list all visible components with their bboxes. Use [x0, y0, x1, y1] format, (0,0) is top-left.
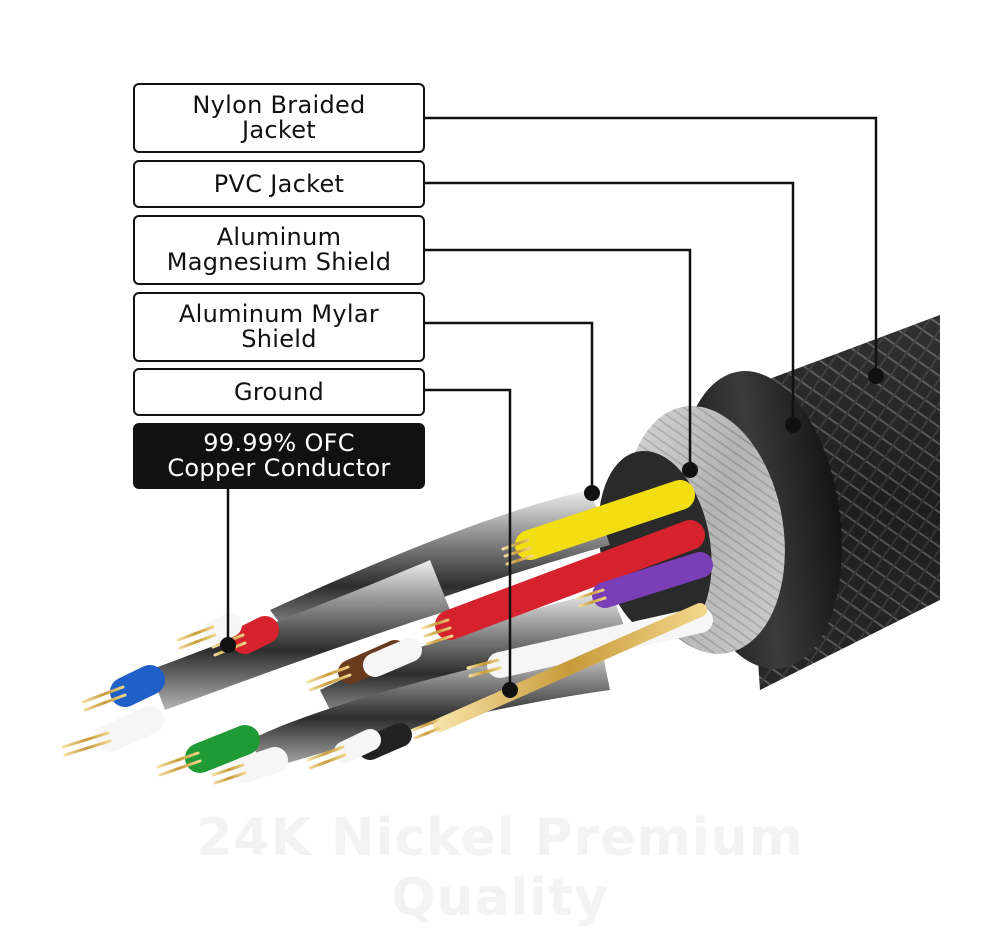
ground-drain-wire	[433, 603, 707, 732]
label-nylon-braided-jacket: Nylon Braided Jacket	[133, 83, 425, 153]
label-aluminum-magnesium-shield: Aluminum Magnesium Shield	[133, 215, 425, 285]
label-text: Ground	[233, 377, 325, 406]
label-ofc-copper-conductor: 99.99% OFC Copper Conductor	[133, 423, 425, 489]
label-text: Copper Conductor	[167, 454, 391, 482]
label-text: PVC Jacket	[213, 169, 345, 198]
label-text: Nylon Braided	[192, 91, 366, 119]
label-text: Magnesium Shield	[166, 248, 392, 276]
wire-blue	[110, 665, 165, 707]
mylar-pair-4	[150, 560, 450, 710]
label-text: Aluminum	[216, 223, 342, 251]
wire-yellow	[515, 480, 695, 560]
label-text: Shield	[241, 325, 317, 353]
leader-lines	[226, 116, 878, 690]
wire-white-2	[363, 638, 422, 677]
leader-dots	[220, 368, 884, 698]
label-text: Jacket	[242, 116, 316, 144]
wire-white-5	[232, 747, 288, 783]
copper-conductor-tips	[61, 538, 607, 785]
label-pvc-jacket: PVC Jacket	[133, 160, 425, 208]
watermark-text: 24K Nickel Premium Quality	[196, 808, 804, 928]
wire-red-2	[231, 616, 279, 654]
wire-white-4	[96, 706, 164, 752]
wire-purple	[592, 552, 713, 608]
label-text: 99.99% OFC	[203, 429, 355, 457]
wire-white-6	[334, 729, 381, 763]
label-aluminum-mylar-shield: Aluminum Mylar Shield	[133, 292, 425, 362]
label-text: Aluminum Mylar	[178, 300, 380, 328]
wire-red	[435, 520, 705, 640]
wire-green	[185, 725, 260, 773]
label-ground: Ground	[133, 368, 425, 416]
